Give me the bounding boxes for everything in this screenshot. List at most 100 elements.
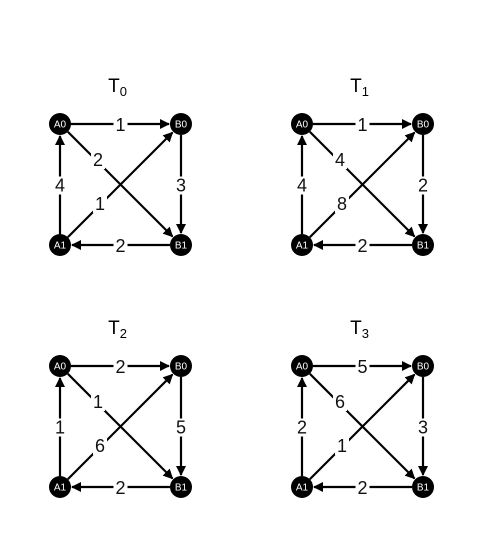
graph-title: T3 [350,318,369,341]
edge-label-background [355,479,370,497]
node-b0: B0 [412,355,434,377]
edge-label-background [355,237,370,255]
graph-title-subscript: 2 [120,326,127,341]
edge-weight-label: 2 [115,357,125,377]
edge-label-background [295,418,309,437]
graph-title: T0 [108,76,127,99]
edge-label-background [113,237,128,255]
node-label: B0 [417,120,430,131]
node-a1: A1 [291,234,313,256]
edge-weight-label: 1 [93,392,103,412]
node-b1: B1 [412,234,434,256]
edge-a1-b0 [67,373,174,480]
node-b0: B0 [412,113,434,135]
edge-weight-label: 2 [115,478,125,498]
node-a0: A0 [49,113,71,135]
node-label: A0 [296,362,309,373]
node-circle [170,355,192,377]
edge-label-background [416,176,430,195]
node-a1: A1 [291,476,313,498]
node-label: A1 [54,241,67,252]
node-b0: B0 [170,355,192,377]
edge-weight-label: 4 [335,150,345,170]
graph-title-base: T [108,318,120,339]
node-circle [291,113,313,135]
node-circle [291,234,313,256]
edge-label-background [91,151,105,169]
node-circle [170,476,192,498]
edge-a1-b0 [67,131,174,238]
graph-title-subscript: 0 [120,84,127,99]
edge-label-background [91,393,105,411]
graph-title-base: T [350,318,362,339]
edge-weight-label: 3 [176,176,186,196]
edge-label-background [355,358,370,376]
edge-label-background [355,116,370,134]
node-label: A0 [296,120,309,131]
graph-title-subscript: 1 [362,84,369,99]
node-b0: B0 [170,113,192,135]
node-circle [170,113,192,135]
node-label: B1 [417,483,430,494]
edge-weight-label: 2 [115,236,125,256]
edge-label-background [113,358,128,376]
node-circle [49,113,71,135]
edge-weight-label: 2 [297,418,307,438]
edge-a1-b0 [309,131,416,238]
edge-weight-label: 1 [115,115,125,135]
node-label: A0 [54,362,67,373]
edge-weight-label: 3 [418,418,428,438]
node-circle [291,355,313,377]
node-circle [291,476,313,498]
node-circle [412,113,434,135]
edge-label-background [174,176,188,195]
edge-label-background [113,479,128,497]
node-label: B1 [175,483,188,494]
edge-weight-label: 5 [176,418,186,438]
node-circle [412,476,434,498]
node-label: B0 [175,362,188,373]
graph-title: T2 [108,318,127,341]
node-label: A1 [54,483,67,494]
node-label: A1 [296,483,309,494]
node-b1: B1 [412,476,434,498]
edge-label-background [333,393,347,411]
node-circle [49,355,71,377]
edge-weight-label: 2 [93,150,103,170]
edge-label-background [53,418,67,437]
edge-weight-label: 1 [55,418,65,438]
node-a0: A0 [291,113,313,135]
edge-label-background [295,176,309,195]
edge-label-background [113,116,128,134]
node-a1: A1 [49,476,71,498]
edge-weight-label: 4 [297,176,307,196]
node-circle [412,234,434,256]
graph-title: T1 [350,76,369,99]
graph-title-base: T [108,76,120,97]
graph-title-base: T [350,76,362,97]
edge-weight-label: 4 [55,176,65,196]
graph-title-subscript: 3 [362,326,369,341]
node-a0: A0 [49,355,71,377]
node-circle [49,234,71,256]
edge-label-background [335,437,349,455]
edge-label-background [174,418,188,437]
node-circle [49,476,71,498]
node-label: B0 [417,362,430,373]
edge-a1-b0 [309,373,416,480]
node-label: B1 [417,241,430,252]
node-b1: B1 [170,476,192,498]
edge-weight-label: 2 [357,478,367,498]
edge-label-background [93,437,107,455]
node-a0: A0 [291,355,313,377]
edge-weight-label: 1 [357,115,367,135]
node-a1: A1 [49,234,71,256]
edge-weight-label: 1 [95,194,105,214]
node-circle [412,355,434,377]
edge-label-background [93,195,107,213]
node-label: B0 [175,120,188,131]
